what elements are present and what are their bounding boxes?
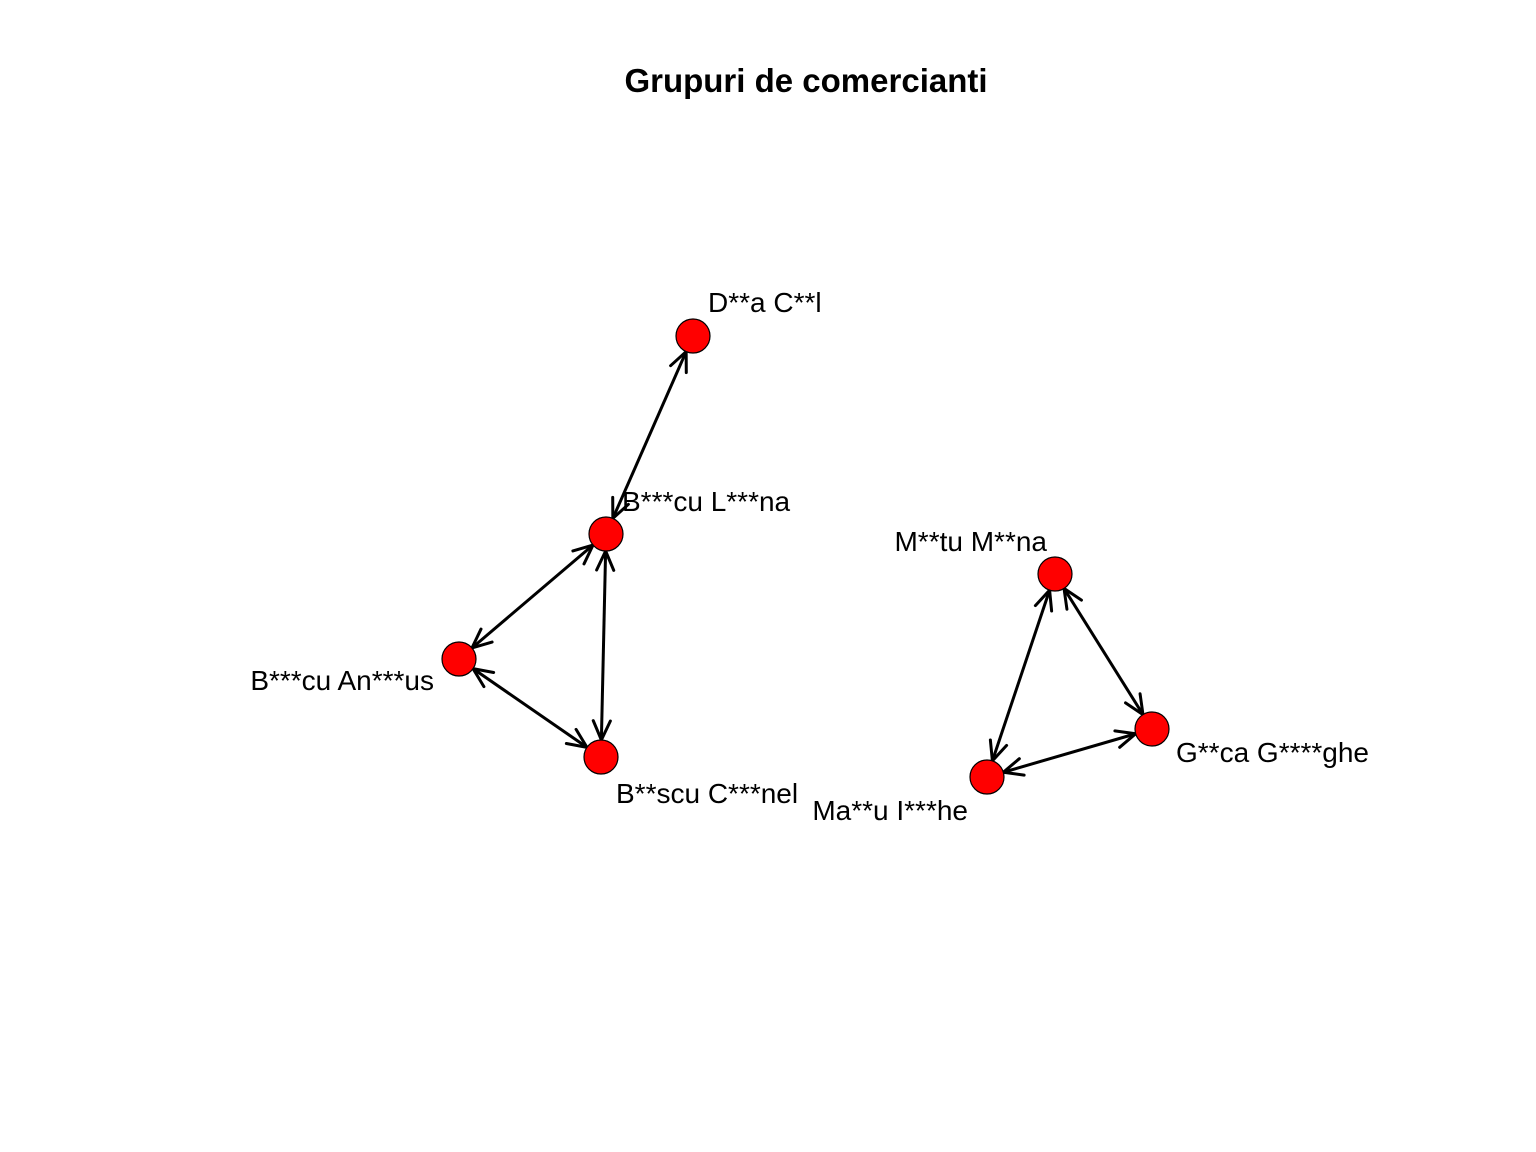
node-ban — [441, 641, 477, 677]
arrowhead-icon — [564, 727, 589, 749]
node-dca — [675, 318, 711, 354]
edge-mmn-mih — [988, 588, 1054, 763]
edge-line — [1002, 732, 1137, 774]
arrowhead-icon — [1062, 586, 1083, 611]
diagram-title: Grupuri de comercianti — [624, 62, 987, 99]
node-label-bln: B***cu L***na — [622, 486, 791, 517]
node-mmn — [1037, 556, 1073, 592]
edge-line — [1062, 587, 1145, 716]
edge-line — [470, 543, 595, 650]
labels-layer: D**a C**lB***cu L***naB***cu An***usB**s… — [250, 287, 1369, 826]
node-label-mmn: M**tu M**na — [894, 526, 1047, 557]
edge-line — [472, 667, 588, 749]
node-label-ggh: G**ca G****ghe — [1176, 737, 1369, 768]
arrowhead-icon — [1124, 692, 1145, 717]
node-label-dca: D**a C**l — [708, 287, 822, 318]
edge-bln-ban — [470, 543, 595, 650]
nodes-layer — [441, 318, 1170, 795]
edge-bln-bcn — [591, 549, 616, 742]
node-label-bcn: B**scu C***nel — [616, 778, 798, 809]
edge-mmn-ggh — [1062, 586, 1145, 717]
edge-ggh-mih — [1001, 729, 1138, 777]
arrowhead-icon — [471, 667, 496, 689]
node-bcn — [583, 739, 619, 775]
node-label-ban: B***cu An***us — [250, 665, 434, 696]
node-mih — [969, 759, 1005, 795]
edge-line — [611, 350, 688, 520]
edge-ban-bcn — [471, 667, 589, 749]
edge-line — [990, 589, 1052, 762]
node-label-mih: Ma**u I***he — [812, 795, 968, 826]
node-ggh — [1134, 711, 1170, 747]
node-bln — [588, 516, 624, 552]
edge-line — [599, 550, 608, 741]
